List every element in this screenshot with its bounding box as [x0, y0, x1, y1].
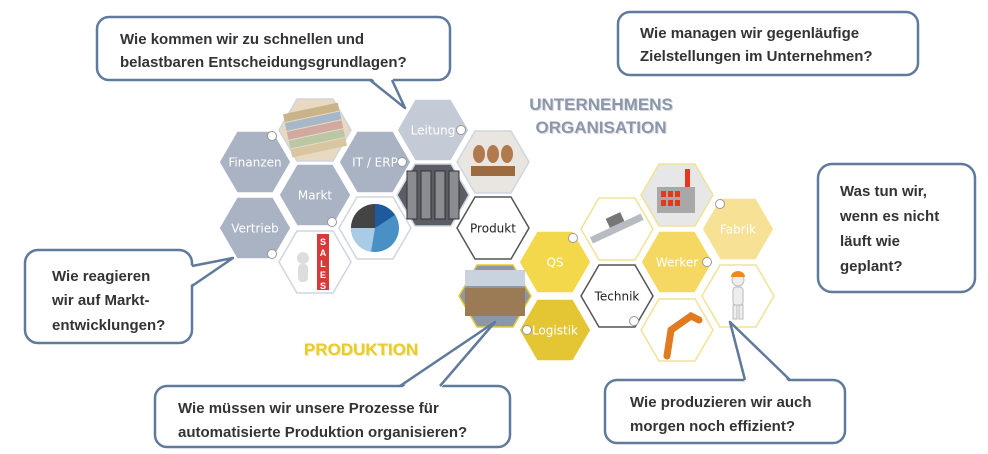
produktion-title: PRODUKTION — [304, 340, 418, 359]
hexagon-shape — [640, 230, 714, 294]
worker-figure — [701, 264, 775, 328]
hexagon-vertrieb: Vertrieb — [218, 196, 292, 260]
callout-market-line-3: entwicklungen? — [52, 317, 165, 334]
connector-dot — [702, 257, 712, 267]
hexagon-label-qs: QS — [546, 256, 563, 270]
callout-market: Wie reagieren wir auf Markt- entwicklung… — [23, 248, 235, 345]
callout-decisions: Wie kommen wir zu schnellen und belastba… — [95, 15, 452, 110]
hexagon-leitung: Leitung — [396, 98, 470, 162]
callout-goals-line-1: Wie managen wir gegenläufige — [640, 25, 859, 42]
hexagon-werker: Werker — [640, 230, 714, 294]
callout-market-line-2: wir auf Markt- — [51, 292, 150, 309]
callout-efficiency-line-1: Wie produzieren wir auch — [630, 394, 812, 411]
hexagon-shape — [218, 196, 292, 260]
hexagon-shape — [518, 230, 592, 294]
hexagon-shape — [218, 130, 292, 194]
callouts: Wie kommen wir zu schnellen und belastba… — [23, 10, 977, 449]
callout-decisions-line-1: Wie kommen wir zu schnellen und — [120, 31, 364, 48]
hexagon-shape — [338, 130, 412, 194]
produktion-title-text: PRODUKTION — [304, 340, 418, 359]
hexagon-shape — [518, 298, 592, 362]
callout-market-line-1: Wie reagieren — [52, 268, 150, 285]
hexagon-shape — [456, 196, 530, 260]
hexagon-label-markt: Markt — [298, 189, 333, 203]
organisation-title-line-1: UNTERNEHMENS — [529, 95, 673, 114]
callout-unplanned-line-3: läuft wie — [840, 233, 900, 250]
callout-goals: Wie managen wir gegenläufige Zielstellun… — [616, 10, 920, 77]
hexagon-produkt: Produkt — [456, 196, 530, 260]
connector-dot — [568, 233, 578, 243]
pie-chart — [338, 196, 412, 260]
callout-unplanned-line-1: Was tun wir, — [840, 183, 927, 200]
caliper-photo — [580, 197, 654, 261]
hexagon-finanzen: Finanzen — [218, 130, 292, 194]
factory-icon — [640, 163, 714, 227]
organisation-title: UNTERNEHMENS ORGANISATION — [529, 95, 673, 137]
callout-processes-line-1: Wie müssen wir unsere Prozesse für — [178, 400, 439, 417]
hexagon-label-produkt: Produkt — [470, 222, 516, 236]
callout-unplanned-line-2: wenn es nicht — [839, 208, 939, 225]
hexagon-shape — [278, 163, 352, 227]
hexagon-label-finanzen: Finanzen — [228, 156, 281, 170]
hexagon-qs: QS — [518, 230, 592, 294]
hexagon-fabrik: Fabrik — [701, 197, 775, 261]
connector-dot — [522, 325, 532, 335]
sales-figure — [278, 230, 352, 294]
hexagon-it-erp: IT / ERP — [338, 130, 412, 194]
hexagon-label-technik: Technik — [594, 290, 640, 304]
money-photo — [278, 98, 352, 162]
callout-unplanned-line-4: geplant? — [840, 258, 903, 275]
robot-arm-photo — [640, 298, 714, 362]
hexagon-shape — [701, 197, 775, 261]
connector-dot — [629, 316, 639, 326]
callout-processes: Wie müssen wir unsere Prozesse für autom… — [153, 320, 512, 449]
hexagon-label-werker: Werker — [656, 256, 698, 270]
hexagon-shape — [396, 98, 470, 162]
callout-efficiency: Wie produzieren wir auch morgen noch eff… — [603, 320, 847, 445]
connector-dot — [267, 249, 277, 259]
connector-dot — [397, 157, 407, 167]
sales-letters-stack: SALES — [317, 234, 329, 292]
connector-dot — [327, 217, 337, 227]
callout-decisions-line-2: belastbaren Entscheidungsgrundlagen? — [120, 54, 407, 71]
connector-dot — [715, 199, 725, 209]
callout-unplanned: Was tun wir, wenn es nicht läuft wie gep… — [816, 162, 977, 294]
server-photo — [396, 163, 470, 227]
connector-dot — [456, 125, 466, 135]
hexagon-markt: Markt — [278, 163, 352, 227]
hexagon-label-it-erp: IT / ERP — [352, 156, 398, 170]
hexagon-label-logistik: Logistik — [532, 324, 578, 338]
callout-efficiency-line-2: morgen noch effizient? — [630, 418, 795, 435]
callout-processes-line-2: automatisierte Produktion organisieren? — [178, 424, 467, 441]
sales-blocks — [317, 234, 329, 290]
connector-dot — [267, 131, 277, 141]
hexagon-label-fabrik: Fabrik — [720, 223, 756, 237]
hexagon-technik: Technik — [580, 264, 654, 328]
warehouse-photo — [458, 264, 532, 328]
hexagon-logistik: Logistik — [518, 298, 592, 362]
organisation-title-line-2: ORGANISATION — [536, 118, 667, 137]
hexagon-label-vertrieb: Vertrieb — [231, 222, 279, 236]
stamps-photo — [456, 130, 530, 194]
sales-letters: SALES — [318, 237, 328, 292]
hexagon-shape — [580, 264, 654, 328]
callout-goals-line-2: Zielstellungen im Unternehmen? — [640, 48, 873, 65]
hexagon-label-leitung: Leitung — [411, 124, 456, 138]
